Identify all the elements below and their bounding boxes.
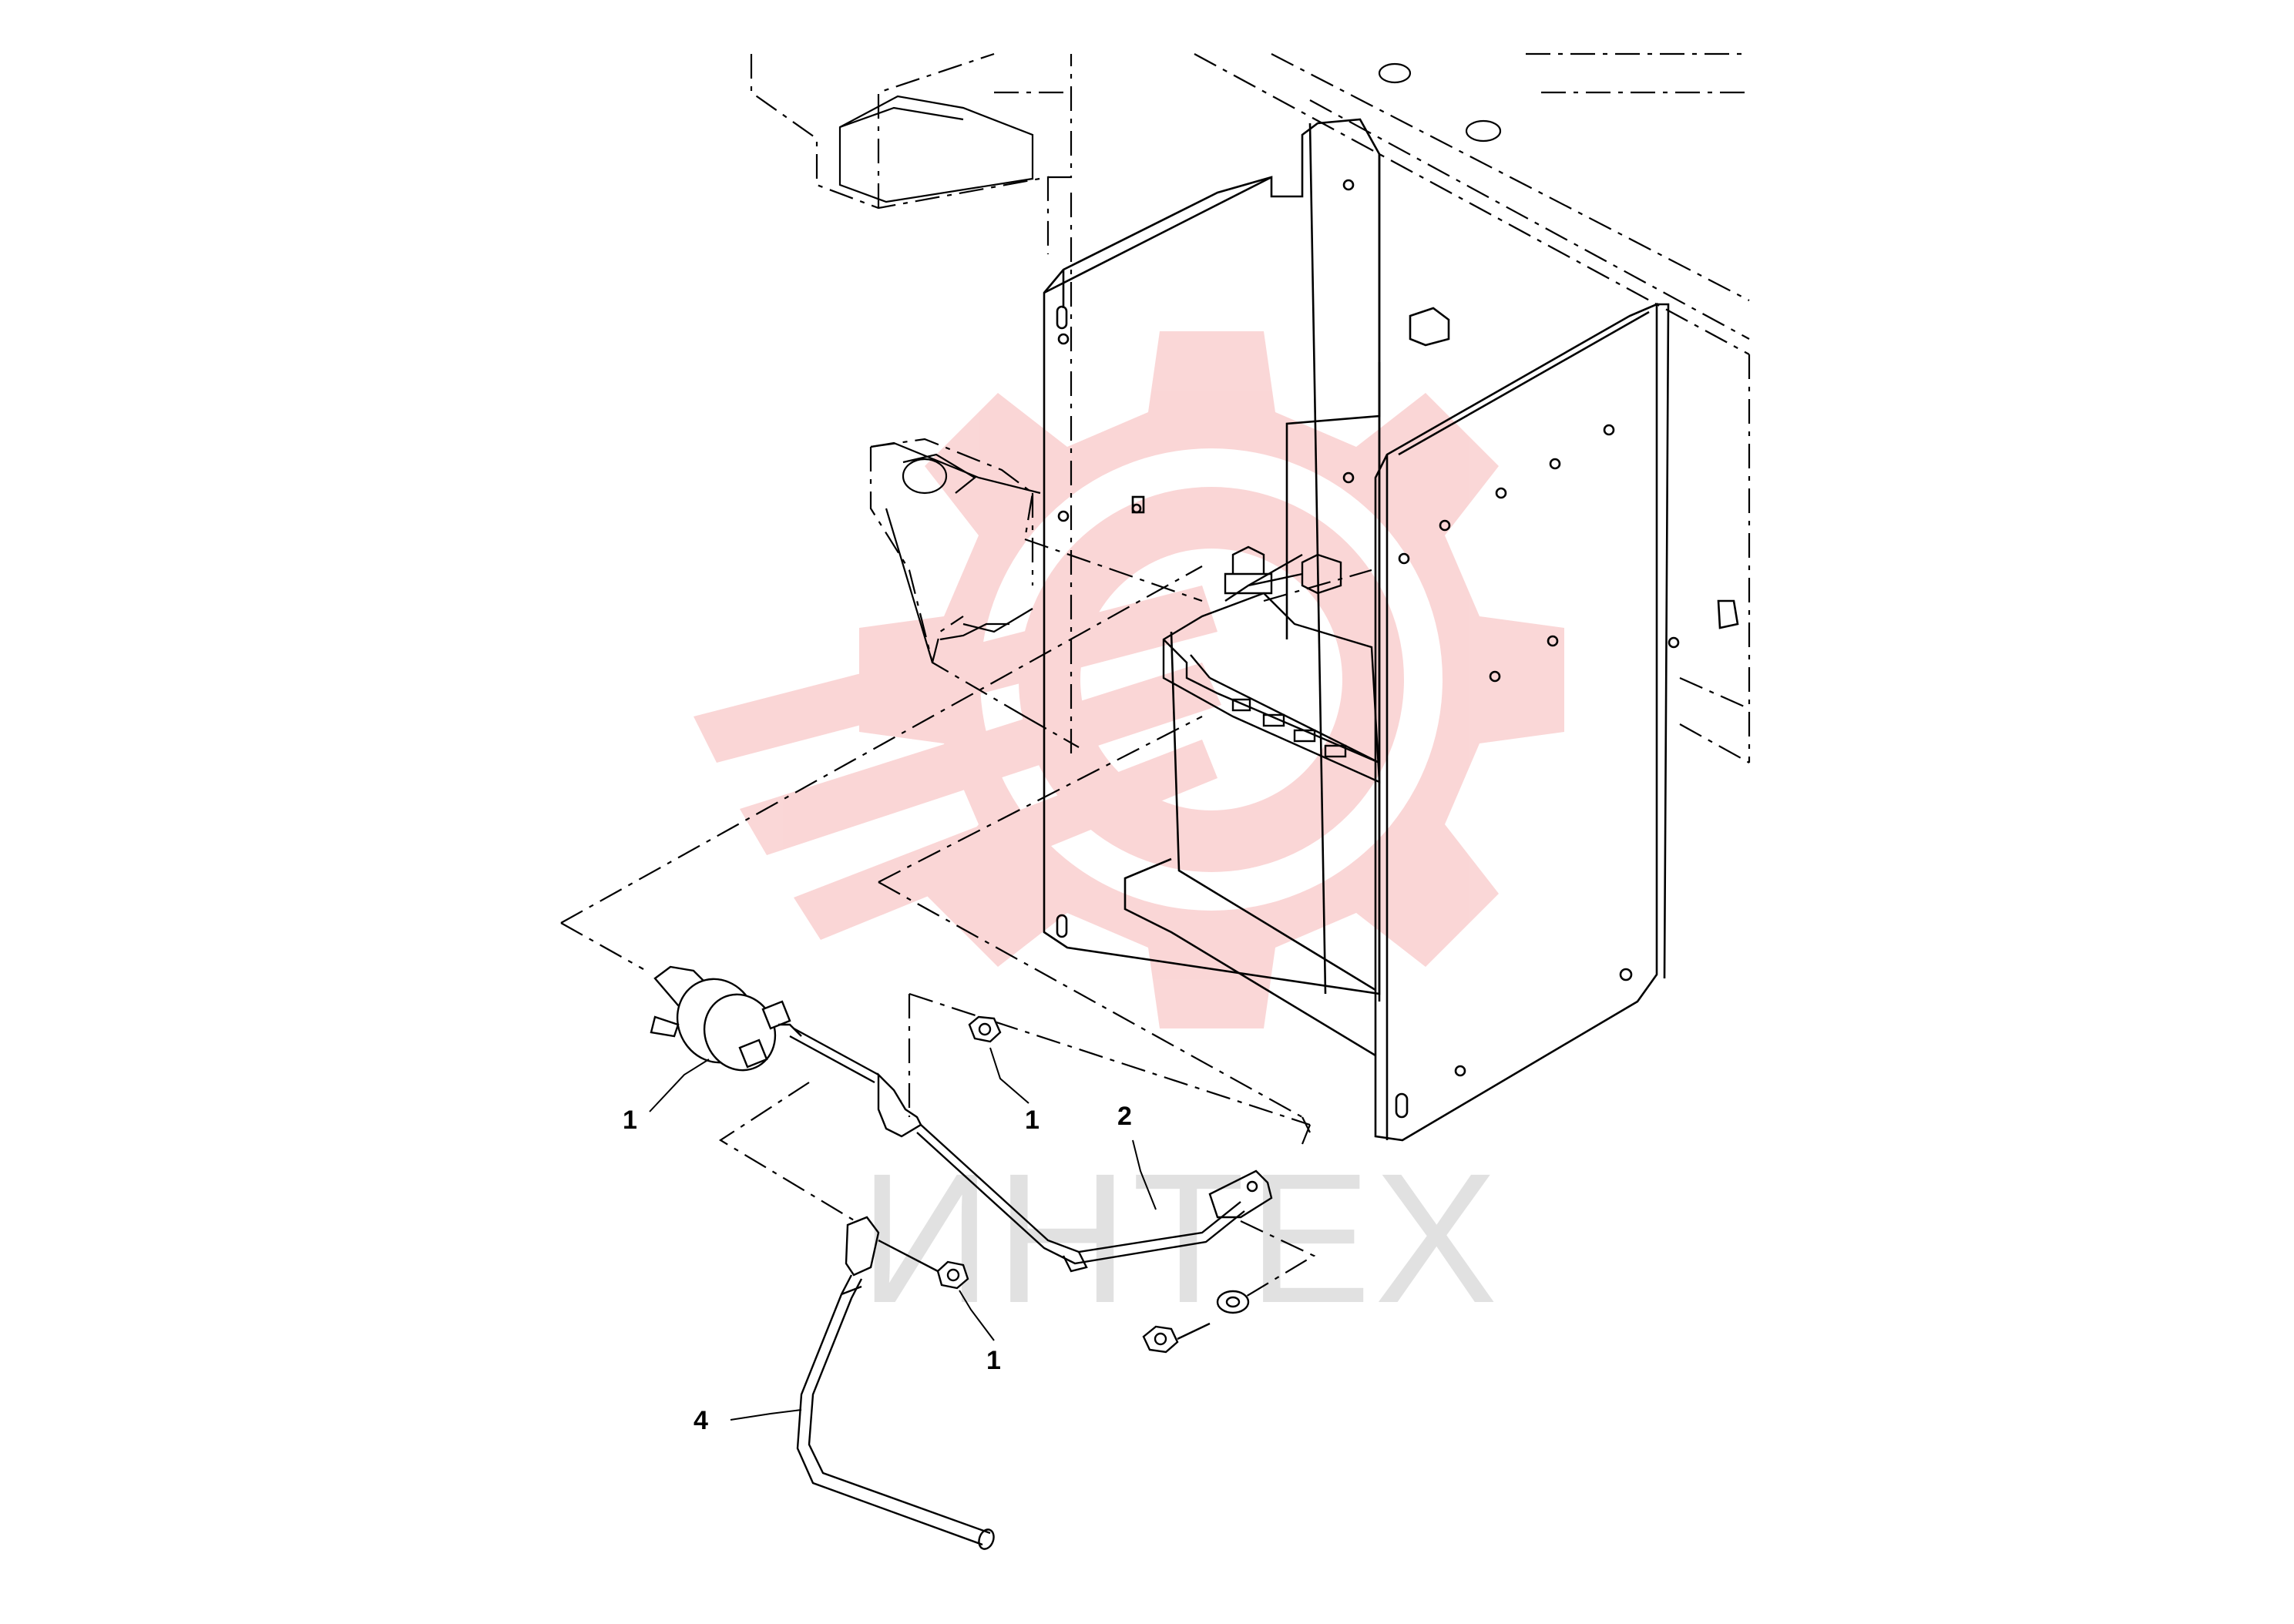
- callout-1-switch: 1: [623, 1106, 637, 1135]
- mount-plate-right: [1123, 303, 1739, 1142]
- pressure-switch: [650, 965, 802, 1072]
- nut-lower: [878, 1239, 969, 1290]
- nut-upper: [968, 1015, 1002, 1043]
- callout-1-nut-lower: 1: [986, 1346, 1001, 1375]
- watermark-gear-logo: [694, 331, 1564, 1028]
- ground-cable: [796, 1216, 995, 1550]
- watermark-text: ИНТЕХ: [859, 1135, 1501, 1341]
- callout-leaders: [649, 1047, 1157, 1421]
- relay-switch-block: [1162, 545, 1381, 783]
- callout-1-nut-upper: 1: [1025, 1106, 1040, 1135]
- mount-plate-left: [1043, 118, 1381, 1002]
- callout-4-cable: 4: [694, 1406, 708, 1435]
- bracket-top-left: [838, 62, 1502, 663]
- sensor-cable: [789, 1027, 1273, 1273]
- callout-2-cable: 2: [1117, 1102, 1132, 1131]
- washer-and-nut: [1142, 1290, 1250, 1354]
- assembly-leader-lines: [560, 538, 1372, 1303]
- frame-structure: [750, 52, 1751, 763]
